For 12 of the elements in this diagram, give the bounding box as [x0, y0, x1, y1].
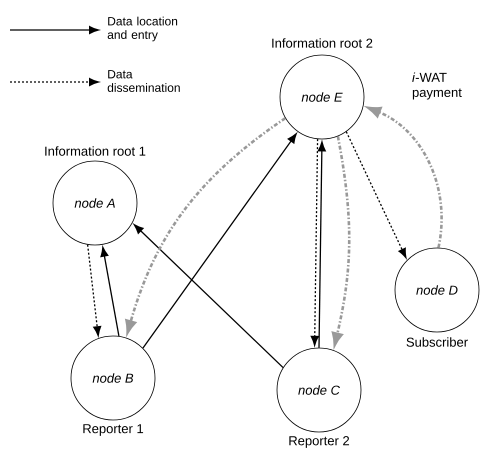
node-caption: Reporter 1 [83, 424, 144, 436]
node-caption: Information root 2 [272, 38, 372, 48]
arrow [310, 139, 319, 346]
arrow [100, 246, 120, 336]
edge-label: i-WAT payment [412, 72, 462, 100]
arrow [318, 141, 326, 348]
node-caption: Subscriber [406, 337, 468, 347]
node-caption: Information root 1 [45, 146, 146, 156]
arrow [87, 244, 102, 336]
legend-text: Data dissemination [108, 70, 180, 92]
node-caption: Reporter 2 [289, 436, 350, 448]
legend-text: Data location and entry [108, 16, 178, 42]
